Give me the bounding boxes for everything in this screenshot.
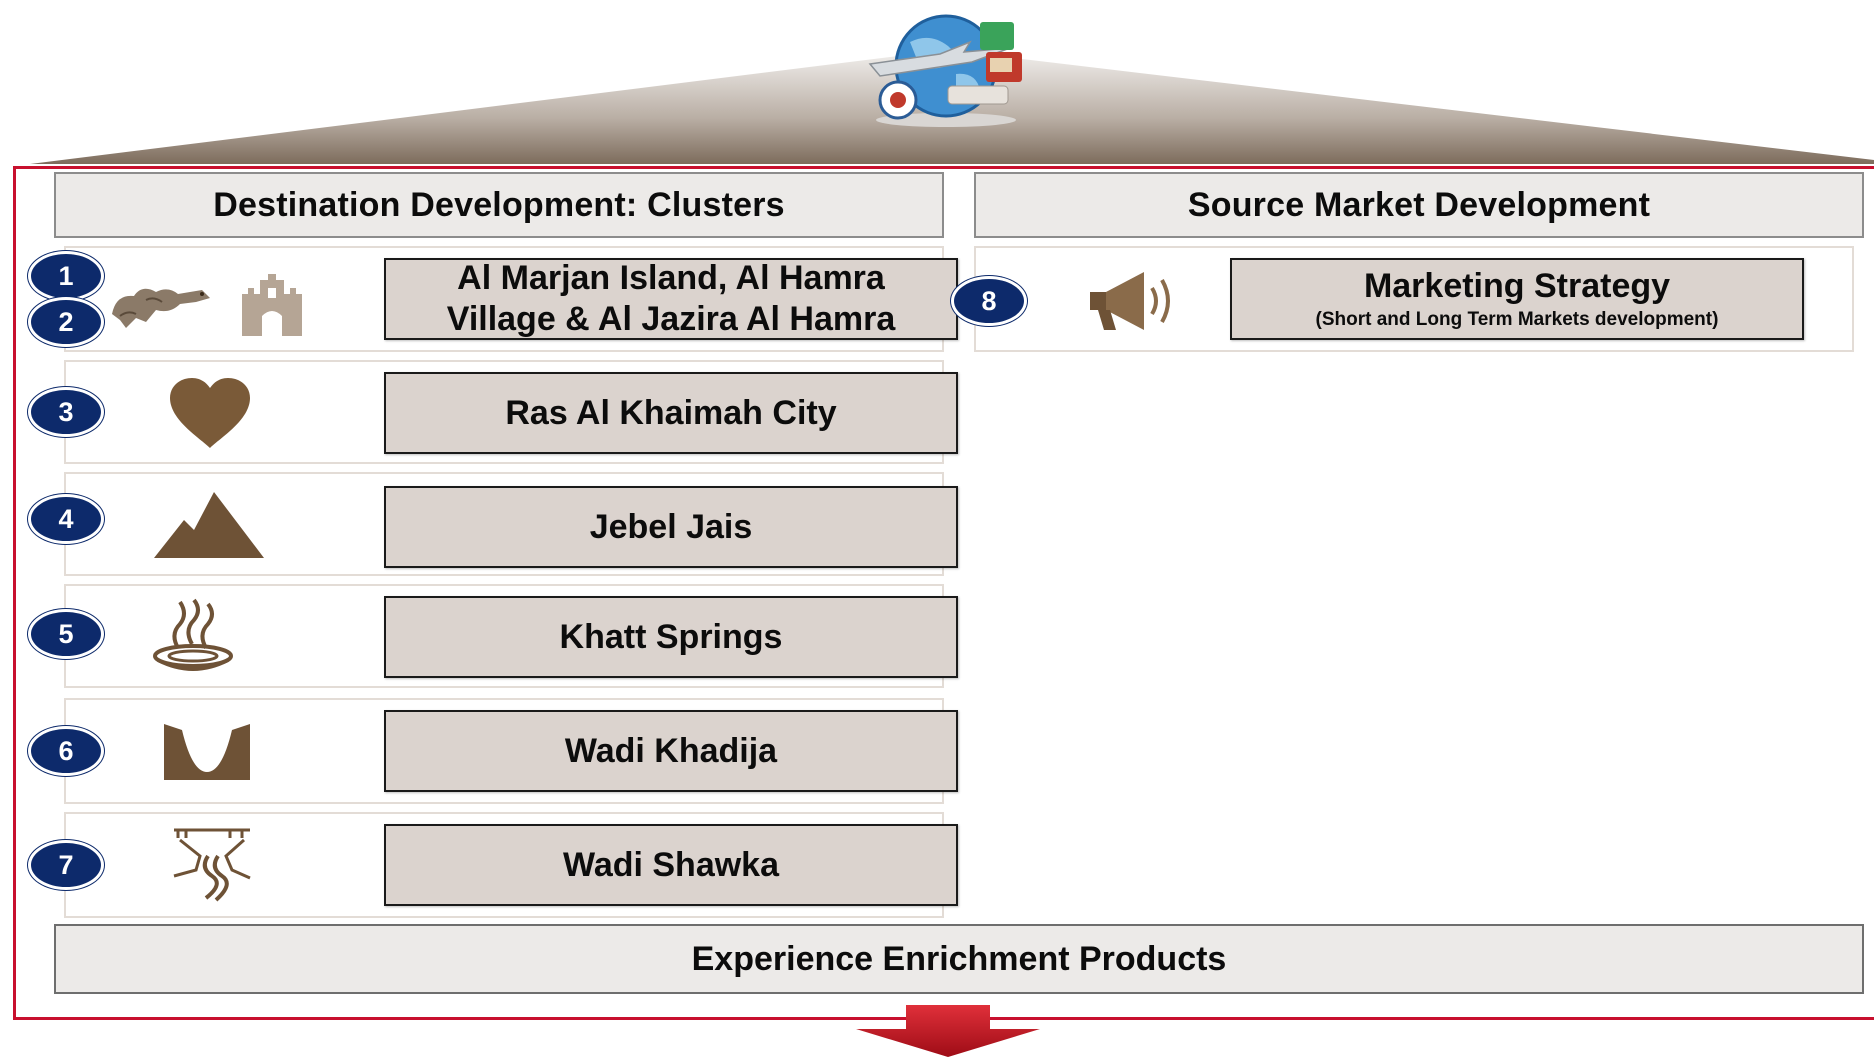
badge-1: 1 — [28, 251, 104, 301]
badge-6: 6 — [28, 726, 104, 776]
badge-8: 8 — [951, 276, 1027, 326]
right-column-header: Source Market Development — [974, 172, 1864, 238]
experience-enrichment-bar: Experience Enrichment Products — [54, 924, 1864, 994]
cluster-row-1-2: Al Marjan Island, Al Hamra Village & Al … — [64, 246, 958, 352]
valley-icon — [164, 724, 250, 780]
source-market-label-8: Marketing Strategy (Short and Long Term … — [1230, 258, 1804, 340]
marketing-strategy-title: Marketing Strategy — [1363, 267, 1671, 306]
fort-icon — [242, 274, 302, 336]
cluster-row-5: Khatt Springs — [64, 584, 958, 688]
cluster-label-4: Jebel Jais — [384, 486, 958, 568]
source-market-row-8: Marketing Strategy (Short and Long Term … — [974, 246, 1854, 352]
badge-2: 2 — [28, 297, 104, 347]
heart-icon — [170, 378, 250, 448]
megaphone-icon — [1090, 272, 1170, 330]
down-arrow-icon — [856, 1005, 1040, 1057]
cluster-row-3: Ras Al Khaimah City — [64, 360, 958, 464]
cluster-row-6: Wadi Khadija — [64, 698, 958, 804]
cluster-label-6: Wadi Khadija — [384, 710, 958, 792]
badge-5: 5 — [28, 609, 104, 659]
badge-7: 7 — [28, 840, 104, 890]
badge-3: 3 — [28, 387, 104, 437]
canyon-river-icon — [173, 828, 251, 902]
hot-spring-icon — [153, 598, 233, 671]
left-column-header: Destination Development: Clusters — [54, 172, 944, 238]
cluster-label-1-2-line1: Al Marjan Island, Al Hamra — [457, 259, 885, 298]
cluster-label-7: Wadi Shawka — [384, 824, 958, 906]
badge-4: 4 — [28, 494, 104, 544]
cluster-row-7: Wadi Shawka — [64, 812, 958, 918]
cluster-label-1-2: Al Marjan Island, Al Hamra Village & Al … — [384, 258, 958, 340]
globe-travel-icon — [868, 14, 1022, 127]
mountain-icon — [154, 492, 264, 558]
cluster-label-5: Khatt Springs — [384, 596, 958, 678]
cluster-label-1-2-line2: Village & Al Jazira Al Hamra — [446, 300, 896, 338]
marketing-strategy-subtitle: (Short and Long Term Markets development… — [1315, 309, 1719, 330]
dragon-icon — [112, 288, 210, 328]
cluster-label-3: Ras Al Khaimah City — [384, 372, 958, 454]
cluster-row-4: Jebel Jais — [64, 472, 958, 576]
